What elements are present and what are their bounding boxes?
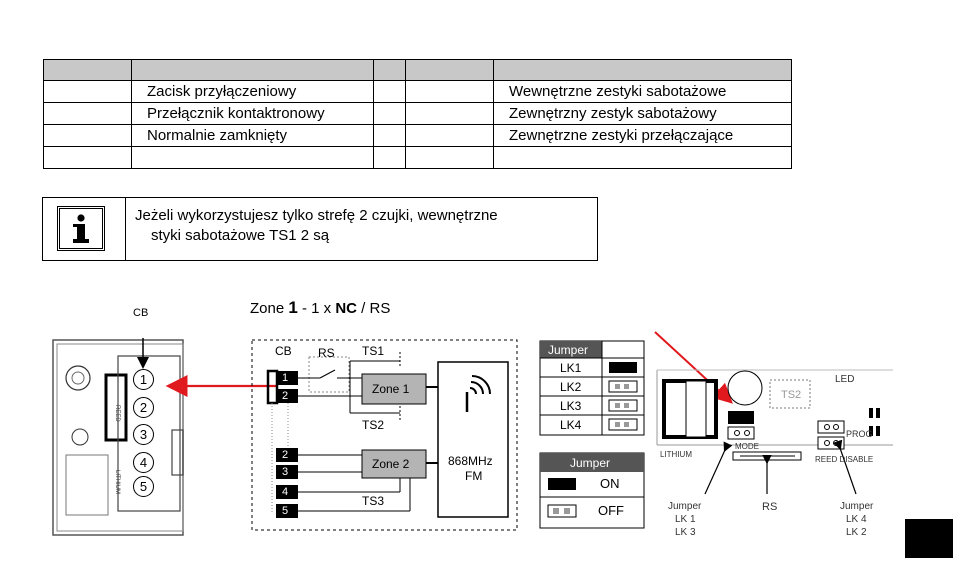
terminal-4-label: 4 (282, 486, 289, 498)
board-lithium: LITHIUM (660, 450, 692, 459)
jumper-legend-off: OFF (598, 503, 624, 518)
legend-row (43, 59, 792, 81)
legend-cell (43, 59, 132, 81)
zone-title: Zone 1 - 1 x NC / RS (250, 298, 390, 318)
terminal-2 (276, 389, 298, 403)
terminal-4 (276, 485, 298, 499)
zone-title-nc: NC (335, 300, 358, 317)
terminal-3 (276, 465, 298, 479)
ts2-label: TS2 (362, 418, 385, 432)
note-text: Jeżeli wykorzystujesz tylko strefę 2 czu… (135, 206, 585, 246)
note-line-1: Jeżeli wykorzystujesz tylko strefę 2 czu… (135, 207, 498, 224)
zone2-box (361, 449, 427, 479)
rs-box (308, 356, 350, 393)
radio-mod: FM (465, 469, 483, 483)
note-line-2: styki sabotażowe TS1 2 są (151, 227, 330, 244)
terminal-5 (276, 504, 298, 518)
jumper-legend (539, 452, 645, 529)
board-rs: RS (762, 501, 778, 513)
ts1-label: TS1 (362, 344, 385, 358)
svg-text:REED: REED (114, 405, 120, 422)
zone-title-number: 1 (288, 298, 298, 317)
photo-terminal-2: 2 (133, 397, 154, 418)
ts3-label: TS3 (362, 494, 385, 508)
board-mode: MODE (735, 442, 759, 451)
jumper-table (539, 340, 645, 436)
rs-label: RS (318, 346, 335, 360)
page-corner-tab (905, 519, 953, 558)
radio-box (437, 361, 509, 518)
cb-photo-label: CB (133, 307, 149, 319)
board-reed-disable: REED DISABLE (815, 455, 874, 464)
photo-terminal-5: 5 (133, 476, 154, 497)
note-box: Jeżeli wykorzystujesz tylko strefę 2 czu… (42, 197, 598, 261)
legend-cell: Zacisk przyłączeniowy (131, 80, 374, 103)
jumper-lk2: LK2 (560, 380, 582, 394)
legend-cell: Przełącznik kontaktronowy (131, 102, 374, 125)
zone-title-prefix: Zone (250, 300, 289, 317)
terminal-1-label: 1 (282, 372, 289, 384)
jumper-right-l2: LK 4 (846, 514, 867, 525)
cb-label: CB (275, 344, 292, 358)
zone1-box (361, 373, 427, 405)
jumper-left-l2: LK 1 (675, 514, 696, 525)
legend-cell (131, 59, 374, 81)
jumper-table-header: Jumper (548, 343, 589, 357)
svg-text:LITHIUM: LITHIUM (114, 470, 120, 494)
legend-cell (373, 59, 406, 81)
jumper-right-l1: Jumper (840, 501, 874, 512)
terminal-2-label: 2 (282, 390, 289, 402)
terminal-2b (276, 448, 298, 462)
terminal-2b-label: 2 (282, 449, 289, 461)
legend-cell (493, 146, 792, 169)
photo-terminal-4: 4 (133, 452, 154, 473)
photo-terminal-3: 3 (133, 424, 154, 445)
detector-photo: REED LITHIUM (52, 338, 184, 536)
jumper-legend-on: ON (600, 476, 620, 491)
legend-row (43, 146, 792, 169)
jumper-lk3: LK3 (560, 399, 582, 413)
zone-title-mid: - 1 x (297, 300, 336, 317)
board-ts2: TS2 (781, 389, 802, 401)
radio-freq: 868MHz (448, 454, 493, 468)
zone2-label: Zone 2 (372, 457, 410, 471)
terminal-5-label: 5 (282, 505, 289, 517)
terminal-3-label: 3 (282, 466, 289, 478)
info-icon (57, 206, 105, 251)
wiring-frame (251, 339, 518, 531)
jumper-left-l1: Jumper (668, 501, 702, 512)
zone1-label: Zone 1 (372, 382, 410, 396)
jumper-lk1: LK1 (560, 361, 582, 375)
jumper-right-l3: LK 2 (846, 527, 867, 538)
antenna-icon (465, 375, 491, 412)
terminal-1 (276, 371, 298, 385)
circuit-board (656, 369, 893, 495)
photo-terminal-1: 1 (133, 369, 154, 390)
jumper-lk4: LK4 (560, 418, 582, 432)
board-led: LED (835, 374, 855, 385)
jumper-left-l3: LK 3 (675, 527, 696, 538)
board-prog: PROG (846, 429, 873, 439)
note-icon-cell (43, 198, 126, 260)
jumper-legend-header: Jumper (570, 456, 611, 470)
zone-title-suffix: / RS (357, 300, 391, 317)
